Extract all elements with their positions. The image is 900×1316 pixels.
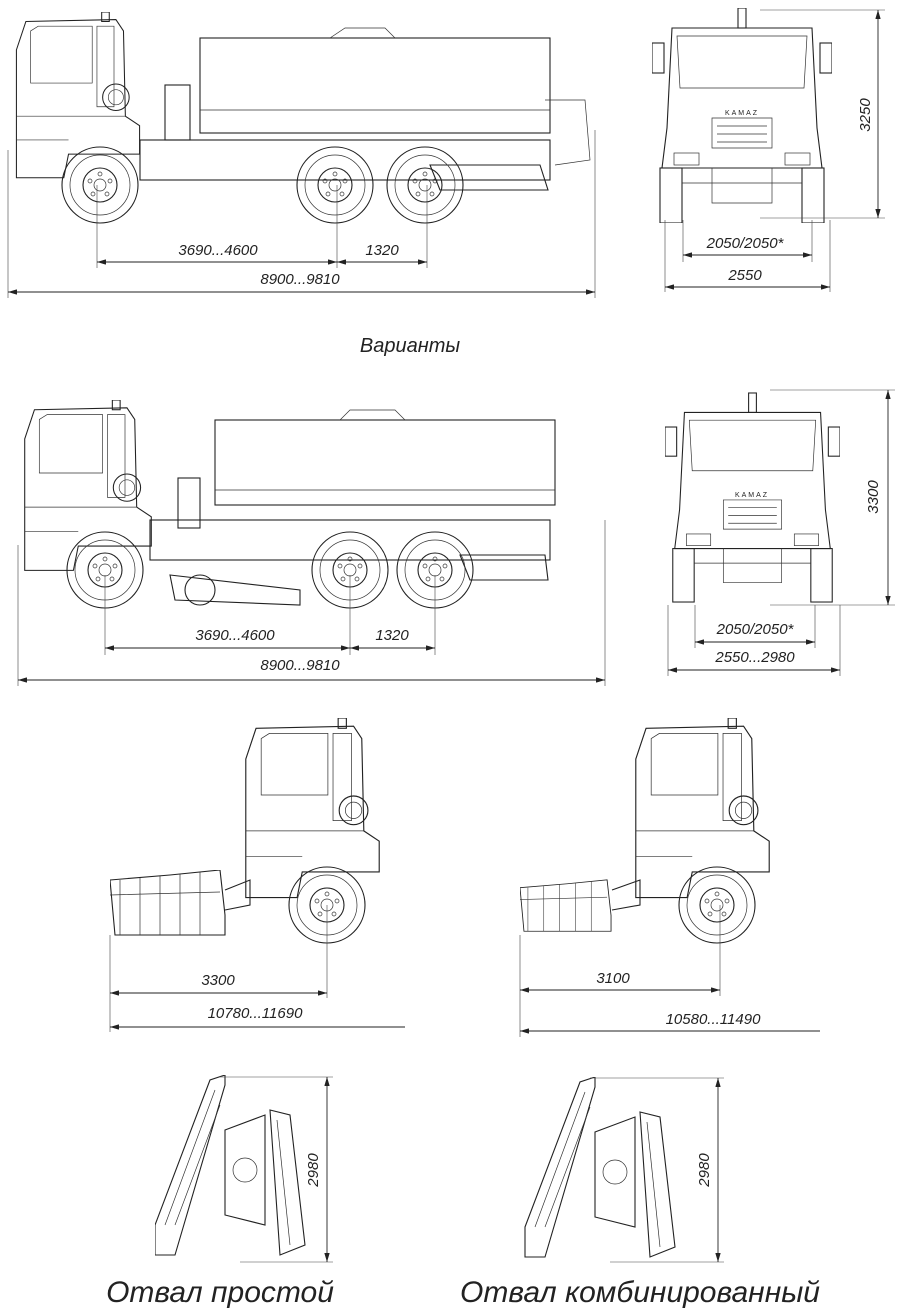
dim-wheelbase: 3690...4600 [178,242,258,259]
cab [635,718,770,899]
dim-front-overhang: 3100 [596,970,630,987]
dim-width: 2550 [727,267,762,284]
variants-heading: Варианты [360,335,460,357]
side-dimensions-1: 3690...4600 1320 8900...9810 [7,130,596,298]
side-dimensions-2: 3690...4600 1320 8900...9810 [17,520,606,686]
combined-blade-top-view: 2980 Отвал комбинированный [460,1077,820,1309]
dim-front-overhang: 3300 [201,972,235,989]
dim-overall-length: 10580...11490 [666,1011,761,1028]
caption-simple-blade: Отвал простой [106,1276,334,1309]
cab [245,718,380,899]
dim-blade-width: 2980 [305,1153,322,1188]
dim-track: 2050/2050* [716,621,795,638]
wheel [296,146,374,224]
dim-overall-length: 8900...9810 [260,657,340,674]
dim-height: 3250 [857,98,874,132]
dim-blade-width: 2980 [696,1153,713,1188]
caption-combined-blade: Отвал комбинированный [460,1276,820,1309]
dim-overall-length: 10780...11690 [208,1005,303,1022]
cab [24,400,152,571]
truck-side-view-2 [24,400,556,609]
dim-overall-length: 8900...9810 [260,271,340,288]
brush [169,574,301,606]
kamaz-logo: KAMAZ [735,492,769,499]
dim-tandem: 1320 [365,242,399,259]
truck-with-simple-blade: 3300 10780...11690 [109,718,405,1032]
dim-height: 3300 [865,480,882,514]
kamaz-logo: KAMAZ [725,110,759,117]
frame [139,139,551,181]
truck-side-view-1 [15,12,591,224]
dim-tandem: 1320 [375,627,409,644]
dim-wheelbase: 3690...4600 [195,627,275,644]
dim-track: 2050/2050* [706,235,785,252]
combined-blade [520,879,612,932]
simple-blade-top-view: 2980 Отвал простой [106,1075,334,1309]
tank [199,37,551,134]
truck-front-view-1: KAMAZ 3250 2050/2050* 2550 [652,8,885,292]
dim-width: 2550...2980 [714,649,795,666]
tank [214,419,556,506]
wheel [678,866,756,944]
frame [149,519,551,561]
wheel [61,146,139,224]
truck-front-view-2: KAMAZ 3300 2050/2050* 2550...2980 [665,389,895,676]
wheel [386,146,464,224]
truck-with-combined-blade: 3100 10580...11490 [519,718,820,1037]
simple-blade [110,870,226,936]
